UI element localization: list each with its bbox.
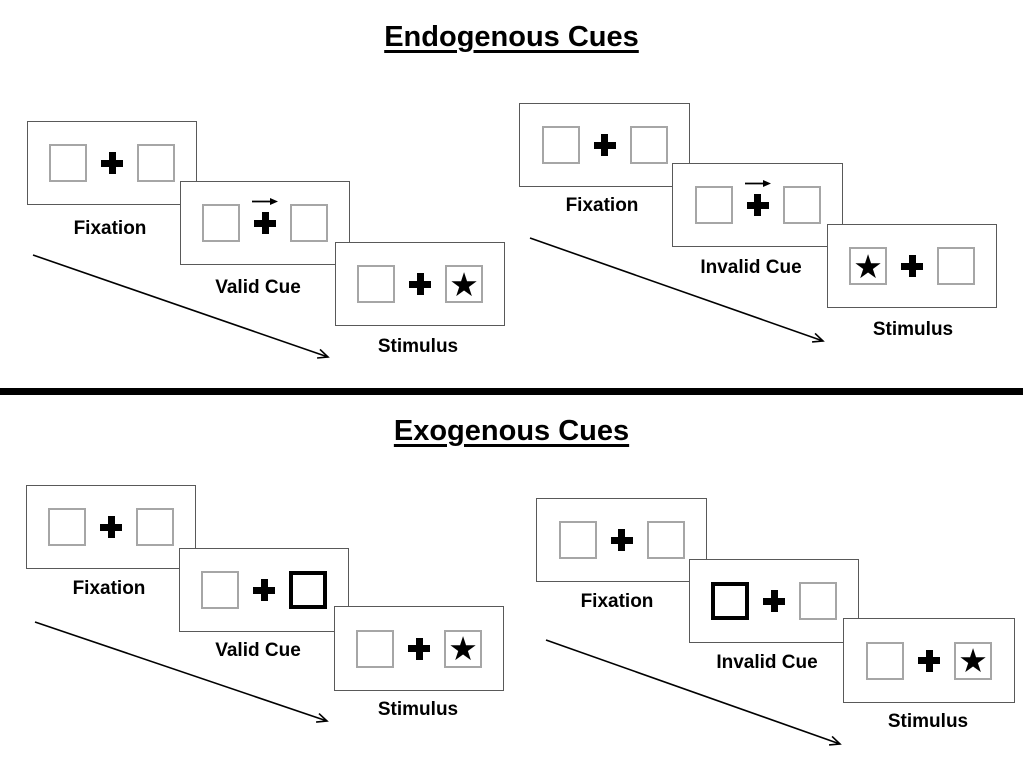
cue-arrow-right-icon <box>744 180 771 187</box>
sequence-arrow-endo-valid <box>32 254 330 359</box>
fixation-cross-icon <box>253 579 275 601</box>
fixation-cross-icon <box>101 152 123 174</box>
frame-label-fixation: Fixation <box>565 195 639 216</box>
endo-invalid-fixation-panel <box>519 103 690 187</box>
star-icon: ★ <box>448 629 478 668</box>
placeholder-box-left <box>201 571 239 609</box>
fixation-cross-icon <box>746 194 769 216</box>
fixation-center <box>610 529 633 551</box>
section-title-endogenous: Endogenous Cues <box>0 21 1023 54</box>
frame-label-stimulus: Stimulus <box>887 711 969 732</box>
fixation-cross-icon <box>254 212 276 234</box>
placeholder-box-right <box>137 144 175 182</box>
endo-invalid-cue-panel <box>672 163 843 247</box>
frame-label-stimulus: Stimulus <box>377 336 459 357</box>
frame-label-fixation: Fixation <box>580 591 654 612</box>
fixation-cross-icon <box>408 637 430 660</box>
cue-box-left <box>711 582 749 620</box>
fixation-center <box>253 579 275 601</box>
frame-label-fixation: Fixation <box>72 578 146 599</box>
exo-invalid-fixation-panel <box>536 498 707 582</box>
exo-valid-cue-panel <box>179 548 349 632</box>
placeholder-box-left <box>694 186 733 224</box>
endo-valid-fixation-panel <box>27 121 197 205</box>
target-box-right: ★ <box>444 629 482 668</box>
fixation-cross-icon <box>409 273 431 295</box>
sequence-arrow-exo-valid <box>34 621 329 723</box>
exo-invalid-stimulus-panel: ★ <box>843 618 1015 703</box>
frame-label-stimulus: Stimulus <box>377 699 459 720</box>
fixation-center <box>100 516 122 538</box>
star-icon: ★ <box>853 246 883 286</box>
placeholder-box-left <box>49 144 87 182</box>
fixation-center <box>901 255 923 277</box>
cue-arrow-right-icon <box>252 198 278 205</box>
placeholder-box-left <box>48 508 86 546</box>
exo-valid-fixation-panel <box>26 485 196 569</box>
placeholder-box-left <box>356 629 394 668</box>
placeholder-box-right <box>646 521 685 559</box>
fixation-cross-icon <box>918 649 940 672</box>
section-title-exogenous: Exogenous Cues <box>0 415 1023 448</box>
cue-box-right <box>289 571 327 609</box>
frame-label-invalid-cue: Invalid Cue <box>700 257 802 278</box>
placeholder-box-right <box>629 126 668 164</box>
target-box-left: ★ <box>849 247 887 285</box>
fixation-cross-icon <box>593 134 616 156</box>
fixation-center <box>593 134 616 156</box>
fixation-center <box>409 273 431 295</box>
frame-label-invalid-cue: Invalid Cue <box>716 652 818 673</box>
frame-label-fixation: Fixation <box>73 218 147 239</box>
frame-label-valid-cue: Valid Cue <box>215 640 301 661</box>
endo-invalid-stimulus-panel: ★ <box>827 224 997 308</box>
star-icon: ★ <box>958 641 988 680</box>
placeholder-box-right <box>799 582 837 620</box>
placeholder-box-left <box>541 126 580 164</box>
placeholder-box-right <box>290 204 328 242</box>
placeholder-box-left <box>357 265 395 303</box>
section-title-endogenous-text: Endogenous Cues <box>384 21 639 53</box>
endo-valid-stimulus-panel: ★ <box>335 242 505 326</box>
fixation-center <box>744 180 771 216</box>
star-icon: ★ <box>449 264 479 304</box>
exo-valid-stimulus-panel: ★ <box>334 606 504 691</box>
placeholder-box-left <box>866 641 904 680</box>
section-title-exogenous-text: Exogenous Cues <box>393 415 630 447</box>
exo-invalid-cue-panel <box>689 559 859 643</box>
fixation-cross-icon <box>610 529 633 551</box>
fixation-cross-icon <box>100 516 122 538</box>
fixation-cross-icon <box>901 255 923 277</box>
fixation-center <box>918 649 940 672</box>
fixation-center <box>252 198 278 234</box>
frame-label-valid-cue: Valid Cue <box>215 277 301 298</box>
fixation-center <box>763 590 785 612</box>
placeholder-box-left <box>558 521 597 559</box>
endo-valid-cue-panel <box>180 181 350 265</box>
sequence-arrow-endo-invalid <box>529 237 825 343</box>
target-box-right: ★ <box>445 265 483 303</box>
fixation-center <box>408 637 430 660</box>
fixation-center <box>101 152 123 174</box>
target-box-right: ★ <box>954 641 992 680</box>
placeholder-box-right <box>782 186 821 224</box>
placeholder-box-right <box>136 508 174 546</box>
frame-label-stimulus: Stimulus <box>872 319 954 340</box>
section-divider <box>0 388 1023 395</box>
fixation-cross-icon <box>763 590 785 612</box>
placeholder-box-left <box>202 204 240 242</box>
placeholder-box-right <box>937 247 975 285</box>
